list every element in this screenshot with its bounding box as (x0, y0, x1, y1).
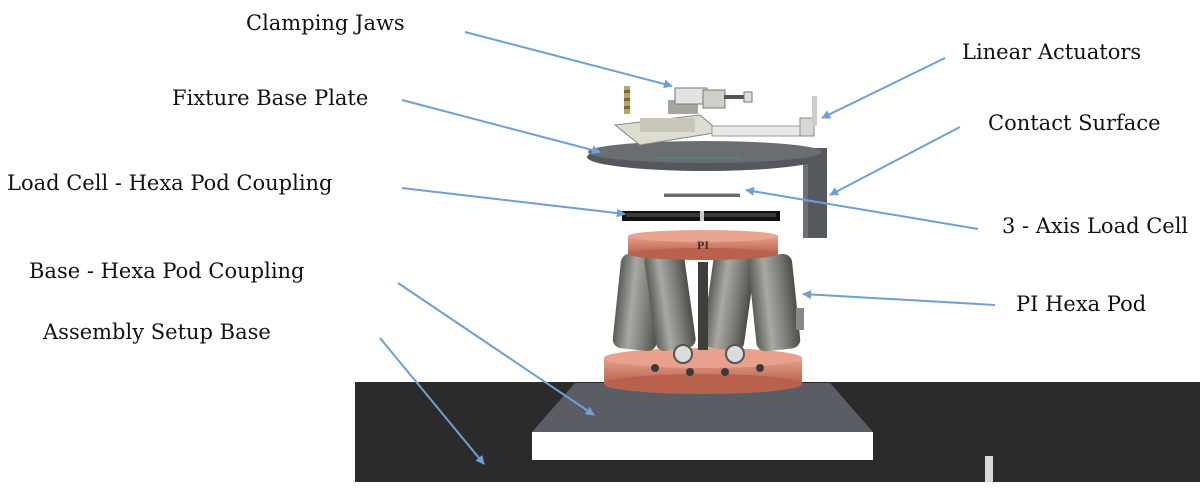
arrow-assembly-setup-base (379, 337, 485, 465)
arrow-load-cell-coupling (401, 187, 626, 218)
three-axis-load-cell (664, 193, 740, 197)
pi-hexapod-struts (612, 248, 804, 364)
label-linear-actuators: Linear Actuators (962, 40, 1142, 64)
hexapod-strut (644, 248, 696, 352)
label-three-axis-load-cell: 3 - Axis Load Cell (1002, 214, 1189, 238)
hexapod-bottom-ring (604, 348, 802, 394)
arrow-clamping-jaws (464, 31, 673, 89)
label-pi-hexapod: PI Hexa Pod (1016, 292, 1147, 316)
leader-arrows (379, 31, 996, 465)
hexapod-strut (748, 253, 801, 352)
arrow-three-axis-load-cell (745, 186, 979, 230)
fixture-base-plate (587, 141, 823, 171)
label-load-cell-hexapod-coupling: Load Cell - Hexa Pod Coupling (7, 171, 333, 195)
base-hexapod-coupling (532, 383, 873, 460)
arrow-linear-actuators (821, 57, 946, 119)
label-fixture-base-plate: Fixture Base Plate (172, 86, 369, 110)
arrow-contact-surface (829, 126, 961, 196)
label-assembly-setup-base: Assembly Setup Base (43, 320, 271, 344)
arrow-fixture-base-plate (401, 99, 601, 155)
load-cell-hexapod-coupling (622, 211, 780, 221)
arrow-pi-hexapod (802, 289, 996, 306)
hexapod-brand-text: PI (697, 238, 709, 252)
clamping-jaws (674, 87, 753, 109)
arrow-base-hexapod-coupling (397, 282, 595, 416)
label-base-hexapod-coupling: Base - Hexa Pod Coupling (29, 259, 305, 283)
label-contact-surface: Contact Surface (988, 111, 1161, 135)
label-clamping-jaws: Clamping Jaws (246, 11, 405, 35)
hexapod-top-ring: PI (628, 230, 778, 260)
hexapod-strut (702, 248, 756, 352)
